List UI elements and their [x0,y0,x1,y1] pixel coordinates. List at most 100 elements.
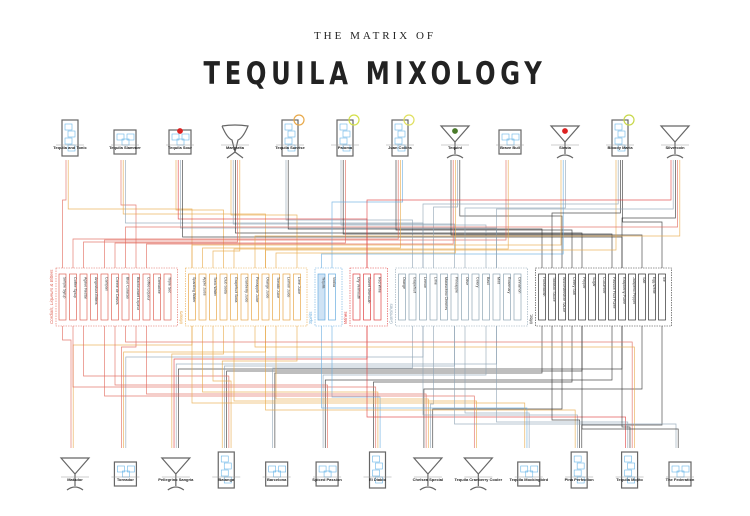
drink-label: Matador [67,477,83,482]
category-box [55,267,178,327]
margarita-glass-icon [221,124,249,159]
ingredient-box [588,273,596,321]
ingredient-box [492,273,501,321]
category-label: Cordials, Liqueurs & Bitters [49,269,54,324]
ingredient-label: Orange [402,277,406,289]
category-label: Spirits [308,311,313,324]
ingredient-label: Red Wine [378,277,382,293]
ingredient-label: Basil [486,277,490,285]
ingredient-label: Cucumber [602,277,606,294]
ingredient-label: Blue Curacao [126,277,130,299]
ingredient-label: Cranberry Juice [245,277,249,302]
ingredient-label: Grapefruit Soda [234,277,238,302]
drink-tequila-mojito: Tequila Mojito [615,451,644,489]
ingredient-label: Campari [105,277,109,291]
ingredient-label: Sweet Vermouth [367,277,371,303]
ingredient-box [79,273,88,321]
ingredient-box [111,273,119,321]
drink-margarita: Margarita [221,124,249,159]
category-box [185,267,308,327]
ingredient-label: Grenadine [157,277,161,294]
drink-tequila-sunrise: Tequila Sunrise [275,114,306,157]
poster-supertitle: THE MATRIX OF [313,30,437,42]
drink-label: Chelsea Special [413,477,443,482]
ingredient-label: Raspberry Puree [622,277,626,304]
drink-tequila-mockingbird: Tequila Mockingbird [509,461,549,487]
ingredient-label: Mint [497,277,501,284]
ingredient-box [163,273,172,321]
ingredient-box [471,273,480,321]
ingredient-label: Simple Syrup [63,277,67,298]
cherry-garnish-icon [562,128,568,134]
drink-label: Tequila and Tonic [53,145,87,150]
ingredient-box [198,273,207,321]
ingredient-box [121,273,130,321]
category-label: Mixers [179,310,184,324]
highball-glass-icon [620,451,639,489]
drink-the-federation: The Federation [666,461,695,487]
ingredient-box [251,273,259,321]
ingredient-box [188,273,196,321]
poster-title: TEQUILA MIXOLOGY [203,56,547,92]
drink-tequila-cranberry-cooler: Tequila Cranberry Cooler [454,457,503,491]
rocks-glass-icon [113,129,137,155]
drink-label: Tequini [448,145,462,150]
ingredient-label: Rosemary [507,277,511,294]
drink-label: Pina Perfection [565,477,595,482]
ingredient-box [578,273,586,321]
drink-barcelona: Barcelona [262,461,291,487]
category-0: Cordials, Liqueurs & Bitters Simple Syrup… [49,267,178,327]
ingredient-box [648,273,656,321]
drink-label: Tequila Slammer [109,145,141,150]
highball-glass-icon [61,119,79,157]
ingredient-label: Ice [662,277,666,282]
ingredient-label: Passion Fruit Puree [612,277,616,309]
drink-bloody-maria: Bloody Maria [606,114,635,157]
ingredient-label: Lemon Juice [287,277,291,297]
ingredient-box [282,273,291,321]
drink-pina-perfection: Pina Perfection [565,451,595,489]
ingredient-label: Lemon [423,277,427,288]
ingredient-box [568,273,576,321]
martini-glass-icon [412,457,444,491]
lime-garnish-icon [348,114,360,126]
ingredient-label: Grapefruit [413,277,417,293]
drink-label: Bloody Maria [607,145,633,150]
drink-matador: Matador [59,457,91,491]
ingredient-box [100,273,109,321]
drink-label: Tequila Sour [168,145,192,150]
drink-silvercoin: Silvercoin [659,125,691,159]
drink-label: Batanga [218,477,235,482]
ingredient-box [482,273,490,321]
ingredient-label: Jalapeno Pepper [632,277,636,305]
category-box [395,267,528,327]
ingredient-label: Pineapple [455,277,459,293]
ingredient-label: Egg White [652,277,656,294]
connector-lines [62,160,681,448]
category-box [314,267,343,327]
ingredient-box [658,273,666,321]
cherry-garnish-icon [177,128,183,134]
ingredient-box [352,273,361,321]
rocks-glass-icon [668,461,692,487]
ingredient-label: Dry Vermouth [357,277,361,299]
drink-label: Pellegrino Sangria [158,477,194,482]
ingredient-label: Sugar [592,277,596,287]
ingredient-box [419,273,427,321]
ingredient-label: Worcestershire Sauce [562,277,566,312]
martini-glass-icon [439,125,471,159]
drink-chelsea-special: Chelsea Special [412,457,444,491]
martini-glass-icon [463,457,494,491]
ingredient-box [328,273,336,321]
ingredient-label: Sparkling Water [192,277,196,303]
category-label: Garnishes [389,303,394,324]
category-box [349,267,388,327]
ingredient-label: Triple Sec [168,277,172,293]
ingredient-box [209,273,217,321]
drink-siesta: Siesta [549,125,581,159]
martini-glass-icon [59,457,91,491]
highball-glass-icon [368,451,387,489]
